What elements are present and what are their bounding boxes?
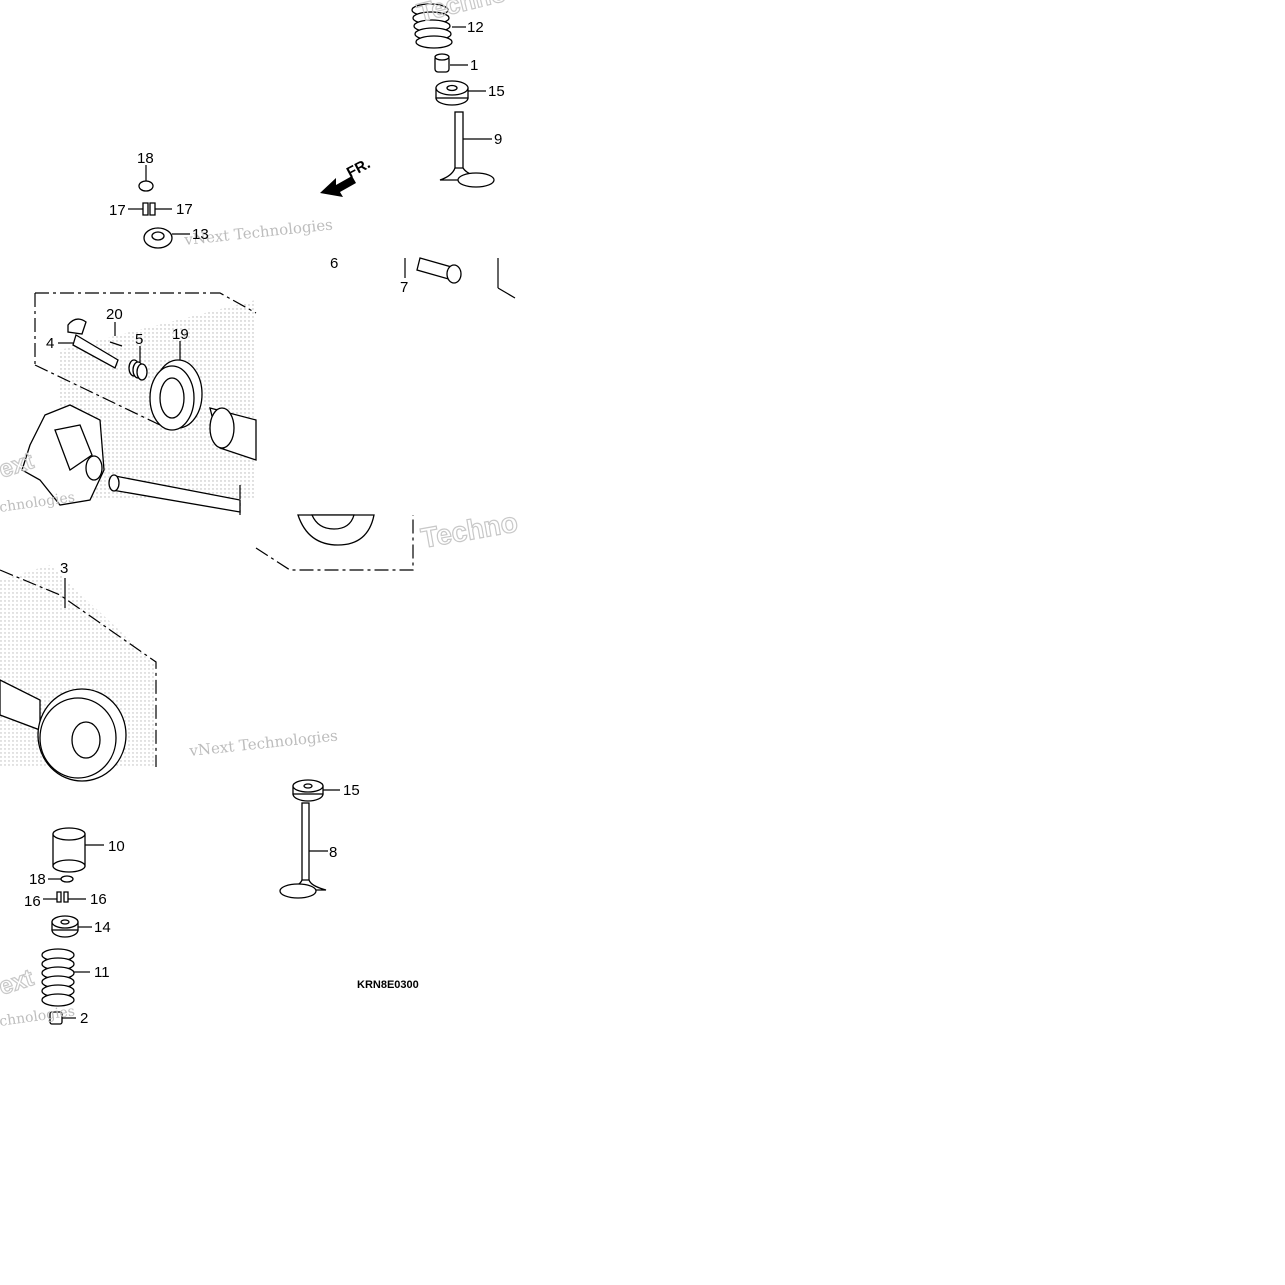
callout-10: 10 [108, 838, 125, 855]
callout-14: 14 [94, 919, 111, 936]
callout-16-right: 16 [90, 891, 107, 908]
spring-seat-15-bottom [292, 779, 340, 802]
callout-6: 6 [330, 255, 338, 272]
callout-labels: 12 1 15 9 18 17 17 13 6 7 20 4 5 19 3 10… [24, 19, 505, 1027]
callout-5: 5 [135, 331, 143, 348]
spring-5 [128, 346, 148, 381]
camshaft-3 [0, 679, 127, 782]
valve-spring-12 [411, 3, 466, 49]
callout-16-left: 16 [24, 893, 41, 910]
svg-text:chnologies: chnologies [0, 490, 76, 516]
valve-8 [279, 802, 328, 899]
cotters-17 [128, 202, 172, 216]
frame-edge-right-b [497, 287, 516, 299]
valve-spring-11 [41, 948, 90, 1007]
svg-text:Techno: Techno [414, 0, 509, 28]
callout-8: 8 [329, 844, 337, 861]
stem-seal-1 [434, 53, 468, 73]
shim-18-bottom [48, 875, 74, 883]
callout-18-bottom: 18 [29, 871, 46, 888]
callout-11: 11 [94, 964, 110, 981]
callout-2: 2 [80, 1010, 88, 1027]
gear-bottom [297, 514, 375, 546]
callout-3: 3 [60, 560, 68, 577]
rocker-shaft-7 [404, 257, 462, 284]
pin-20 [109, 322, 123, 347]
cotters-16 [43, 891, 86, 903]
shaft [108, 474, 241, 513]
callout-17-left: 17 [109, 202, 126, 219]
cotter-18-top [138, 165, 154, 192]
retainer-14 [51, 915, 92, 938]
rocker-arm [21, 404, 105, 506]
callout-19: 19 [172, 326, 189, 343]
callout-13: 13 [192, 226, 209, 243]
spring-seat-15-top [435, 80, 486, 106]
callout-9: 9 [494, 131, 502, 148]
svg-text:ext: ext [0, 964, 37, 1000]
callout-7: 7 [400, 279, 408, 296]
svg-text:chnologies: chnologies [0, 1004, 76, 1030]
direction-label: FR. [344, 155, 373, 181]
callout-1: 1 [470, 57, 478, 74]
callout-4: 4 [46, 335, 54, 352]
callout-15-top: 15 [488, 83, 505, 100]
svg-text:Techno: Techno [419, 506, 520, 553]
callout-20: 20 [106, 306, 123, 323]
callout-18-top: 18 [137, 150, 154, 167]
camshaft-gear-end [209, 407, 257, 461]
callout-12: 12 [467, 19, 484, 36]
callout-17-right: 17 [176, 201, 193, 218]
callout-15-bottom: 15 [343, 782, 360, 799]
direction-arrow-icon: FR. [320, 155, 373, 197]
svg-text:vNext Technologies: vNext Technologies [188, 727, 339, 761]
watermark: Techno Techno vNext Technologies vNext T… [0, 0, 521, 1030]
retainer-13 [143, 227, 190, 249]
lifter-10 [52, 827, 104, 873]
seal-2 [49, 1011, 76, 1025]
image-code: KRN8E0300 [357, 979, 419, 991]
bearing-19 [149, 341, 203, 431]
decompressor-4 [58, 318, 119, 369]
valve-9 [439, 111, 495, 188]
